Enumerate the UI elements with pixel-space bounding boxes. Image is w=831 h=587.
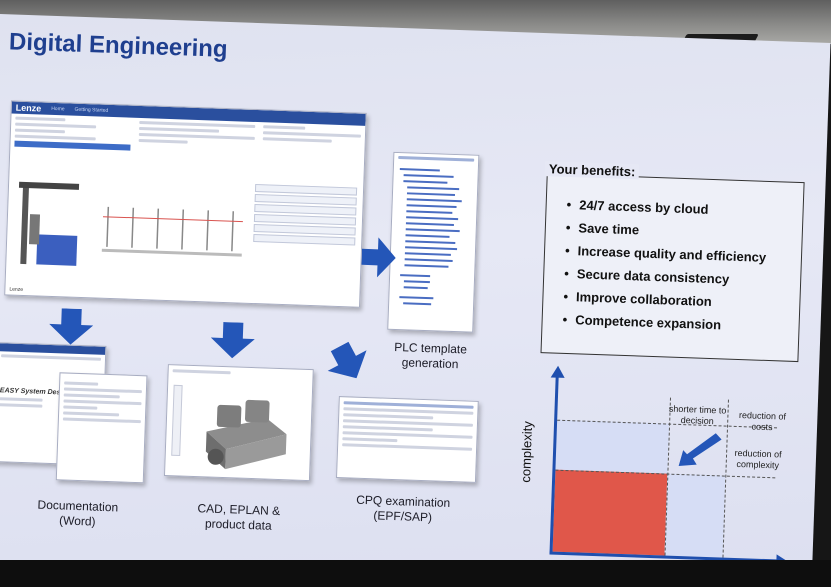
cpq-row <box>343 413 433 420</box>
plc-tree-window <box>387 151 480 333</box>
region-high-effort <box>552 469 668 556</box>
projected-slide: Digital Engineering Lenze Home Getting S… <box>0 14 831 587</box>
field-line <box>14 134 96 141</box>
tab-getting-started[interactable]: Getting Started <box>74 106 109 114</box>
doc-line <box>63 399 142 406</box>
cad-label-line2: product data <box>204 516 272 533</box>
arrow-to-plc <box>361 237 396 278</box>
doc-line <box>63 387 142 394</box>
app-footer: Lenze <box>9 286 24 293</box>
benefits-box: 24/7 access by cloud Save time Increase … <box>540 173 805 363</box>
reduction-arrow-icon <box>678 433 722 466</box>
machine-panel <box>6 173 364 295</box>
documentation-page-front <box>55 372 148 484</box>
cad-label: CAD, EPLAN & product data <box>178 501 299 535</box>
documentation-label-line1: Documentation <box>37 497 119 515</box>
plc-label-line2: generation <box>401 355 459 372</box>
benefit-item: 24/7 access by cloud <box>566 197 802 220</box>
arrow-to-cad <box>210 321 255 360</box>
documentation-label-line2: (Word) <box>58 513 96 529</box>
cpq-label: CPQ examination (EPF/SAP) <box>332 492 473 527</box>
note-reduction-complexity: reduction of complexity <box>734 447 782 471</box>
doc-line <box>64 381 99 386</box>
note-reduction-costs: reduction of costs <box>738 410 787 433</box>
tab-home[interactable]: Home <box>51 105 65 113</box>
doc-line <box>0 403 43 408</box>
field-line <box>138 126 220 133</box>
plc-label-line1: PLC template <box>394 339 468 357</box>
cad-window <box>163 364 314 482</box>
documentation-label: Documentation (Word) <box>12 497 143 532</box>
cpq-row <box>342 443 473 451</box>
benefit-item: Secure data consistency <box>564 266 800 289</box>
field-line <box>14 128 65 134</box>
selected-item-bar[interactable] <box>14 140 131 151</box>
benefit-item: Competence expansion <box>562 312 798 335</box>
cpq-label-line1: CPQ examination <box>355 492 451 511</box>
complexity-time-graph: complexity time shorter time to decision… <box>517 365 807 587</box>
benefit-item: Improve collaboration <box>563 289 799 312</box>
doc-line <box>1 354 102 361</box>
cpq-row <box>342 425 433 432</box>
machine-illustration <box>18 181 243 266</box>
doc-line <box>63 411 120 417</box>
field-line <box>138 138 189 144</box>
y-axis-label: complexity <box>517 420 536 483</box>
benefit-item: Increase quality and efficiency <box>565 243 801 266</box>
cpq-window <box>336 396 479 483</box>
benefits-list: 24/7 access by cloud Save time Increase … <box>542 174 803 335</box>
field-line <box>15 116 65 122</box>
plc-tree <box>399 168 462 306</box>
region-shorter-time <box>664 473 726 558</box>
doc-line <box>63 393 120 399</box>
doc-line <box>63 405 98 410</box>
field-line <box>262 137 332 143</box>
benefit-item: Save time <box>566 220 802 243</box>
y-axis-arrowhead <box>550 365 566 378</box>
cpq-label-line2: (EPF/SAP) <box>373 508 433 525</box>
arrow-to-cpq <box>320 336 376 388</box>
action-button[interactable] <box>253 233 356 246</box>
field-line <box>262 131 361 138</box>
doc-line <box>62 417 141 424</box>
lenze-logo: Lenze <box>15 102 42 114</box>
field-line <box>262 125 306 130</box>
plc-label: PLC template generation <box>380 339 481 372</box>
room-floor <box>0 560 831 587</box>
slide-title: Digital Engineering <box>8 28 229 63</box>
app-window: Lenze Home Getting Started <box>4 100 367 308</box>
cpq-row <box>342 437 398 443</box>
note-shorter-time: shorter time to decision <box>668 403 727 426</box>
arrow-to-documentation <box>49 308 94 346</box>
tree-header <box>398 155 475 162</box>
region-reduced-complexity <box>555 419 670 474</box>
drive-3d-model <box>171 384 287 470</box>
field-line <box>15 122 96 129</box>
cad-label-line1: CAD, EPLAN & <box>197 501 281 519</box>
doc-line <box>0 397 43 402</box>
cad-header <box>172 369 231 375</box>
